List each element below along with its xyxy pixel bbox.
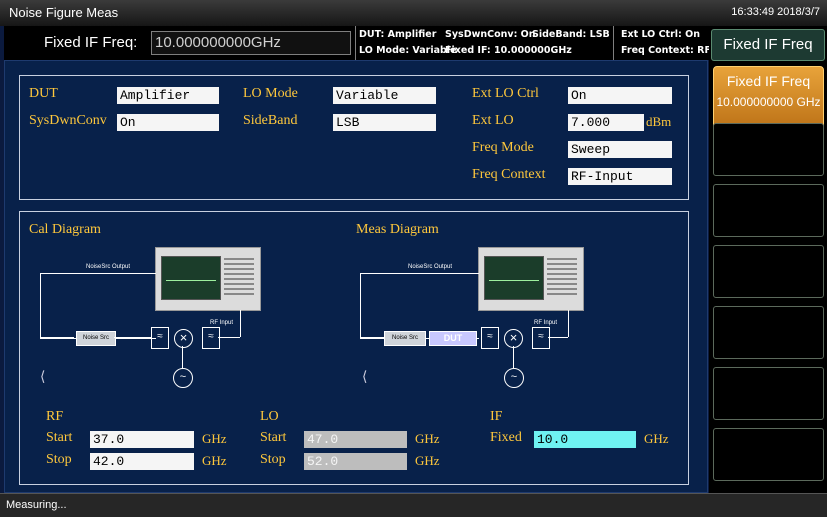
status-ext-lo-ctrl: Ext LO Ctrl: On xyxy=(621,29,700,40)
softkey-panel: Fixed IF Freq Fixed IF Freq 10.000000000… xyxy=(709,26,827,493)
meas-noise-src-block: Noise Src xyxy=(384,331,426,346)
ext-lo-ctrl-label: Ext LO Ctrl xyxy=(472,86,539,101)
status-lo-mode: LO Mode: Variable xyxy=(359,45,457,56)
freq-context-field[interactable]: RF-Input xyxy=(568,168,672,185)
lo-stop-field: 52.0 xyxy=(304,453,407,470)
meas-analyzer-image xyxy=(478,247,584,311)
rf-start-label: Start xyxy=(46,430,73,445)
lo-stop-label: Stop xyxy=(260,452,286,467)
if-fixed-unit: GHz xyxy=(644,431,669,446)
cal-noise-src-output-label: NoiseSrc Output xyxy=(86,264,131,270)
softkey-4[interactable] xyxy=(713,184,824,237)
cal-marker-icon: ⟨ xyxy=(40,368,46,384)
meas-noise-src-output-label: NoiseSrc Output xyxy=(408,264,453,270)
status-sysdwnconv: SysDwnConv: On xyxy=(445,29,536,40)
sysdwnconv-label: SysDwnConv xyxy=(29,113,107,128)
sideband-field[interactable]: LSB xyxy=(333,114,436,131)
sysdwnconv-field[interactable]: On xyxy=(117,114,219,131)
header-bar: Fixed IF Freq: 10.000000000GHz DUT: Ampl… xyxy=(4,26,711,60)
ext-lo-unit: dBm xyxy=(646,114,672,129)
dut-label: DUT xyxy=(29,86,58,101)
status-dut: DUT: Amplifier xyxy=(359,29,437,40)
lo-start-field: 47.0 xyxy=(304,431,407,448)
status-message: Measuring... xyxy=(6,499,67,511)
softkey-3[interactable] xyxy=(713,123,824,176)
status-sideband: SideBand: LSB xyxy=(532,29,610,40)
settings-box: DUT Amplifier SysDwnConv On LO Mode Vari… xyxy=(19,75,689,200)
ext-lo-ctrl-field[interactable]: On xyxy=(568,87,672,104)
lo-stop-unit: GHz xyxy=(415,453,440,468)
rf-stop-label: Stop xyxy=(46,452,72,467)
rf-stop-unit: GHz xyxy=(202,453,227,468)
if-fixed-field[interactable]: 10.0 xyxy=(534,431,636,448)
freq-mode-label: Freq Mode xyxy=(472,140,534,155)
softkey-fixed-if-freq-value: 10.000000000 GHz xyxy=(716,95,821,109)
lo-start-label: Start xyxy=(260,430,287,445)
cal-mixer-icon: × xyxy=(174,329,193,348)
softkey-6[interactable] xyxy=(713,306,824,359)
cal-diagram-title: Cal Diagram xyxy=(29,222,101,237)
ext-lo-field[interactable]: 7.000 xyxy=(568,114,644,131)
fixed-if-label: Fixed IF Freq: xyxy=(44,34,138,51)
if-fixed-label: Fixed xyxy=(490,430,522,445)
freq-mode-field[interactable]: Sweep xyxy=(568,141,672,158)
cal-rf-input-label: RF Input xyxy=(210,320,234,326)
meas-filter-2-icon: ≈ xyxy=(532,327,550,349)
window-title: Noise Figure Meas xyxy=(9,5,119,20)
status-freq-context: Freq Context: RF xyxy=(621,45,711,56)
diagram-box: Cal Diagram Meas Diagram NoiseSrc Output… xyxy=(19,211,689,485)
fixed-if-input[interactable]: 10.000000000GHz xyxy=(151,31,351,55)
dut-field[interactable]: Amplifier xyxy=(117,87,219,104)
title-bar: Noise Figure Meas 16:33:49 2018/3/7 xyxy=(0,0,827,26)
meas-oscillator-icon: ~ xyxy=(504,368,524,388)
main-panel: DUT Amplifier SysDwnConv On LO Mode Vari… xyxy=(4,60,708,493)
softkey-menu-title: Fixed IF Freq xyxy=(711,29,825,61)
rf-title: RF xyxy=(46,409,64,424)
meas-filter-icon: ≈ xyxy=(481,327,499,349)
softkey-fixed-if-freq-label: Fixed IF Freq xyxy=(726,73,811,89)
cal-analyzer-image xyxy=(155,247,261,311)
cal-noise-src-block: Noise Src xyxy=(76,331,116,346)
meas-marker-icon: ⟨ xyxy=(362,368,368,384)
rf-stop-field[interactable]: 42.0 xyxy=(90,453,194,470)
ext-lo-label: Ext LO xyxy=(472,113,514,128)
if-title: IF xyxy=(490,409,503,424)
sideband-label: SideBand xyxy=(243,113,298,128)
status-bar: Measuring... xyxy=(0,493,827,517)
meas-rf-input-label: RF Input xyxy=(534,320,558,326)
lo-start-unit: GHz xyxy=(415,431,440,446)
cal-oscillator-icon: ~ xyxy=(173,368,193,388)
rf-start-unit: GHz xyxy=(202,431,227,446)
rf-start-field[interactable]: 37.0 xyxy=(90,431,194,448)
meas-diagram-title: Meas Diagram xyxy=(356,222,439,237)
lo-mode-field[interactable]: Variable xyxy=(333,87,436,104)
lo-mode-label: LO Mode xyxy=(243,86,298,101)
softkey-7[interactable] xyxy=(713,367,824,420)
lo-title: LO xyxy=(260,409,279,424)
cal-filter-2-icon: ≈ xyxy=(202,327,220,349)
softkey-5[interactable] xyxy=(713,245,824,298)
clock: 16:33:49 2018/3/7 xyxy=(731,6,820,18)
cal-filter-icon: ≈ xyxy=(151,327,169,349)
freq-context-label: Freq Context xyxy=(472,167,546,182)
meas-dut-block: DUT xyxy=(429,331,477,346)
softkey-8[interactable] xyxy=(713,428,824,481)
status-fixed-if: Fixed IF: 10.000000GHz xyxy=(445,45,572,56)
